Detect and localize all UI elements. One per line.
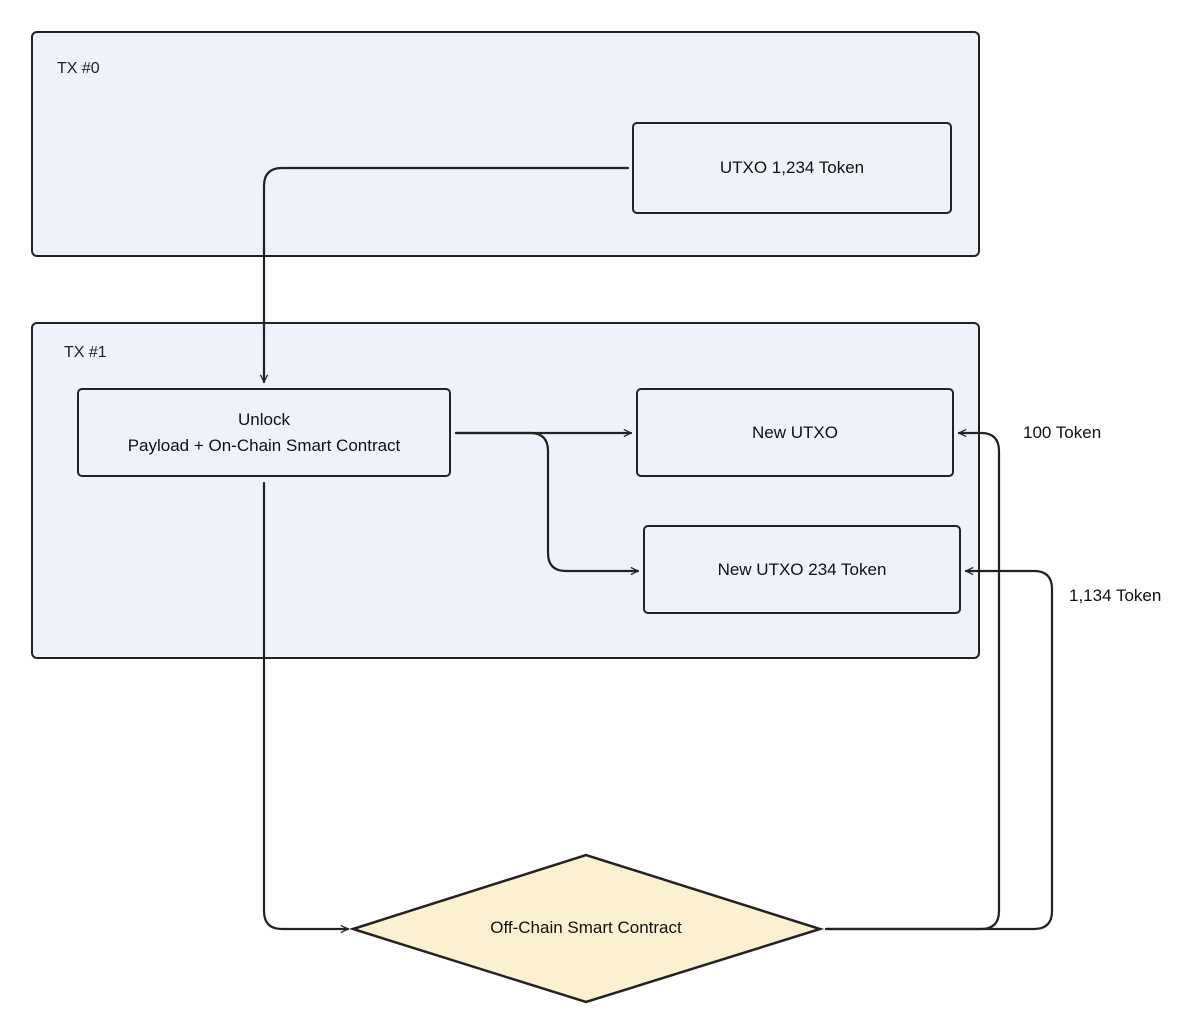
utxo-input-node[interactable]: UTXO 1,234 Token bbox=[632, 122, 952, 214]
new-utxo-234-node[interactable]: New UTXO 234 Token bbox=[643, 525, 961, 614]
unlock-subtitle: Payload + On-Chain Smart Contract bbox=[127, 435, 401, 455]
new-utxo-node[interactable]: New UTXO bbox=[636, 388, 954, 477]
utxo-input-label: UTXO 1,234 Token bbox=[719, 158, 865, 177]
tx0-title: TX #0 bbox=[57, 60, 100, 77]
edge-label-1134-token: 1,134 Token bbox=[1069, 586, 1162, 605]
edge-off-chain-to-new-utxo bbox=[824, 433, 1001, 931]
edge-label-100-token: 100 Token bbox=[1023, 423, 1102, 442]
edge-utxo-to-unlock bbox=[264, 166, 630, 384]
unlock-title: Unlock bbox=[238, 409, 290, 429]
tx1-title: TX #1 bbox=[64, 344, 107, 361]
edge-off-chain-to-new-utxo-234 bbox=[824, 571, 1054, 931]
new-utxo-234-label: New UTXO 234 Token bbox=[717, 559, 887, 579]
unlock-node[interactable]: Unlock Payload + On-Chain Smart Contract bbox=[77, 388, 451, 477]
off-chain-label: Off-Chain Smart Contract bbox=[490, 918, 682, 937]
off-chain-decision-diamond[interactable] bbox=[348, 853, 825, 1004]
edge-unlock-to-new-utxo-234 bbox=[454, 431, 640, 571]
edge-unlock-to-off-chain bbox=[262, 481, 350, 929]
new-utxo-label: New UTXO bbox=[752, 422, 838, 442]
